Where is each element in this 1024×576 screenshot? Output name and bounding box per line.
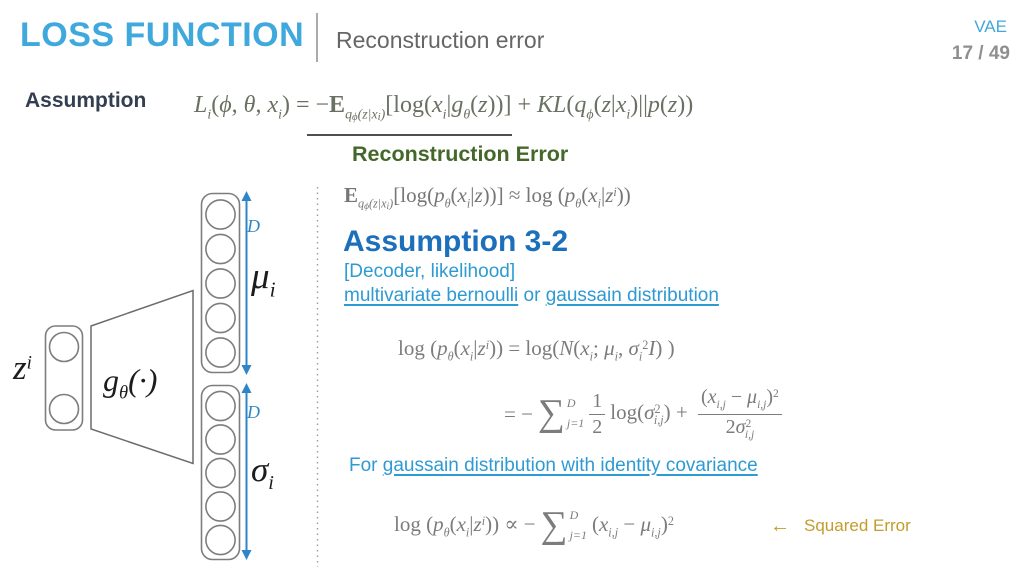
assumption-32-subtitle: [Decoder, likelihood] xyxy=(344,261,516,282)
sigma-unit xyxy=(205,491,236,522)
decoder-diagram xyxy=(44,187,319,567)
or-text: or xyxy=(518,285,546,306)
sum-lower-limit-2: j=1 xyxy=(569,528,587,543)
identity-covariance-link: gaussain distribution with identity cova… xyxy=(382,455,758,476)
g-subscript: θ xyxy=(119,382,129,404)
latent-vector-box xyxy=(44,325,84,431)
sum-lower-limit: j=1 xyxy=(566,416,585,431)
dimension-label-bottom: D xyxy=(247,402,260,422)
assumption-32-title: Assumption 3-2 xyxy=(343,225,569,258)
prop-head: log (pθ(xi|zi)) ∝ − xyxy=(394,511,536,540)
summation-limits: D j=1 xyxy=(566,395,585,431)
sigma-glyph-2: ∑ xyxy=(540,504,568,547)
mu-unit xyxy=(205,337,236,368)
squared-term-numerator: (xi,j − μi,j)2 xyxy=(698,386,782,415)
sum-head: = − xyxy=(504,401,533,426)
sigma-subscript: i xyxy=(268,472,274,495)
gaussian-likelihood-tokens: log (pθ(xi|zi)) = log(N(xi; μi, σi2I) ) xyxy=(398,336,675,364)
sigma-symbol: σ xyxy=(251,450,269,489)
mu-vector-box xyxy=(200,192,241,374)
decoder-function-label: gθ(·) xyxy=(103,364,157,403)
dimension-arrow-bottom xyxy=(241,383,252,560)
expectation-formula-tokens: Eqϕ(z|xi)[log(pθ(xi|z))] ≈ log (pθ(xi|zi… xyxy=(344,183,631,213)
sum-upper-limit-2: D xyxy=(569,507,579,522)
half-denominator: 2 xyxy=(592,415,603,438)
squared-error-label: Squared Error xyxy=(804,516,911,535)
corner-tag: VAE xyxy=(974,17,1007,36)
sigma-unit xyxy=(205,424,236,455)
z-symbol: z xyxy=(13,348,27,387)
identity-covariance-note: For gaussain distribution with identity … xyxy=(349,455,758,477)
prop-tail: (xi,j − μi,j)2 xyxy=(591,511,674,540)
page-number: 17 / 49 xyxy=(951,43,1010,64)
sigma-unit xyxy=(205,524,236,556)
half-fraction: 1 2 xyxy=(589,390,606,438)
for-text: For xyxy=(349,455,383,476)
reconstruction-error-label: Reconstruction Error xyxy=(352,142,569,166)
latent-unit xyxy=(48,393,80,425)
g-symbol: g xyxy=(103,362,119,398)
bernoulli-link: multivariate bernoulli xyxy=(344,285,519,306)
sigma-label: σi xyxy=(251,452,274,493)
gaussian-likelihood-formula: log (pθ(xi|zi)) = log(N(xi; μi, σi2I) ) xyxy=(398,336,675,364)
summation-operator-2: ∑ D j=1 xyxy=(540,504,587,547)
squared-error-annotation: ← Squared Error xyxy=(770,497,911,555)
latent-z-label: zi xyxy=(13,350,32,385)
z-superscript: i xyxy=(26,352,32,374)
proportional-formula: log (pθ(xi|zi)) ∝ − ∑ D j=1 (xi,j − μi,j… xyxy=(394,497,674,555)
sigma-vector-box xyxy=(200,384,241,561)
g-argument: (·) xyxy=(128,362,158,398)
page-subtitle: Reconstruction error xyxy=(336,27,545,53)
loss-formula: Li(ϕ, θ, xi) = −Eqϕ(z|xi)[log(xi|gθ(z))]… xyxy=(194,92,693,123)
sigma-glyph: ∑ xyxy=(537,392,565,435)
sum-middle: log(σ2i,j) + xyxy=(610,399,693,428)
mu-subscript: i xyxy=(269,277,276,302)
gaussian-link: gaussain distribution xyxy=(545,285,719,306)
summation-limits-2: D j=1 xyxy=(569,507,587,543)
reconstruction-term-underline xyxy=(307,134,512,136)
mu-unit xyxy=(205,199,236,230)
latent-unit xyxy=(48,331,80,363)
mu-unit xyxy=(205,302,236,334)
assumption-32-distributions: multivariate bernoulli or gaussain distr… xyxy=(344,285,719,307)
squared-term-denominator: 2σ2i,j xyxy=(725,415,755,441)
expectation-formula: Eqϕ(z|xi)[log(pθ(xi|z))] ≈ log (pθ(xi|zi… xyxy=(344,183,631,212)
mu-unit xyxy=(205,268,236,299)
sigma-unit xyxy=(205,457,236,489)
header-divider xyxy=(316,13,318,62)
page-title: LOSS FUNCTION xyxy=(20,16,305,54)
sigma-unit xyxy=(205,390,236,422)
mu-label: μi xyxy=(251,258,276,301)
squared-term-fraction: (xi,j − μi,j)2 2σ2i,j xyxy=(698,386,782,441)
assumption-label: Assumption xyxy=(25,89,147,112)
expanded-sum-formula: = − ∑ D j=1 1 2 log(σ2i,j) + (xi,j − μi,… xyxy=(504,383,782,445)
mu-symbol: μ xyxy=(251,256,270,297)
mu-unit xyxy=(205,233,236,265)
sum-upper-limit: D xyxy=(566,395,576,410)
decoder-trapezoid xyxy=(90,289,194,465)
dimension-label-top: D xyxy=(247,216,260,236)
summation-operator: ∑ D j=1 xyxy=(537,392,585,435)
dimension-arrow-top xyxy=(241,191,252,375)
loss-formula-tokens: Li(ϕ, θ, xi) = −Eqϕ(z|xi)[log(xi|gθ(z))]… xyxy=(194,92,694,124)
left-arrow-icon: ← xyxy=(770,514,790,537)
half-numerator: 1 xyxy=(589,390,606,415)
